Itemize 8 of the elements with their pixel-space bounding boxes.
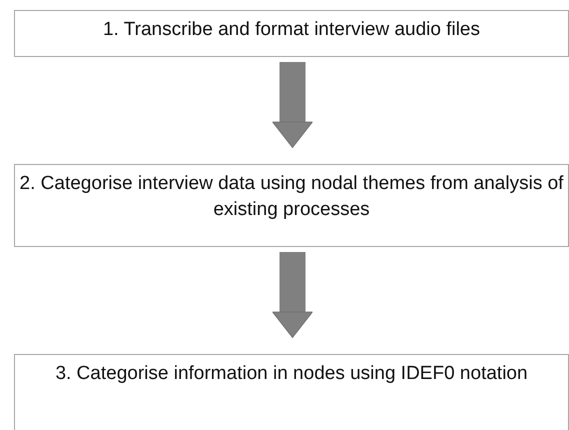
process-box [14, 10, 569, 57]
block-arrow [272, 252, 313, 338]
process-box [14, 164, 569, 247]
step-text: 3. Categorise information in nodes using IDEF0 notation [54, 362, 529, 386]
step-text: 2. Categorise interview data using nodal themes from analysis of existing processes [18, 172, 564, 222]
process-box [14, 354, 569, 430]
block-arrow [272, 62, 313, 148]
step-text: 1. Transcribe and format interview audio files [102, 18, 481, 42]
